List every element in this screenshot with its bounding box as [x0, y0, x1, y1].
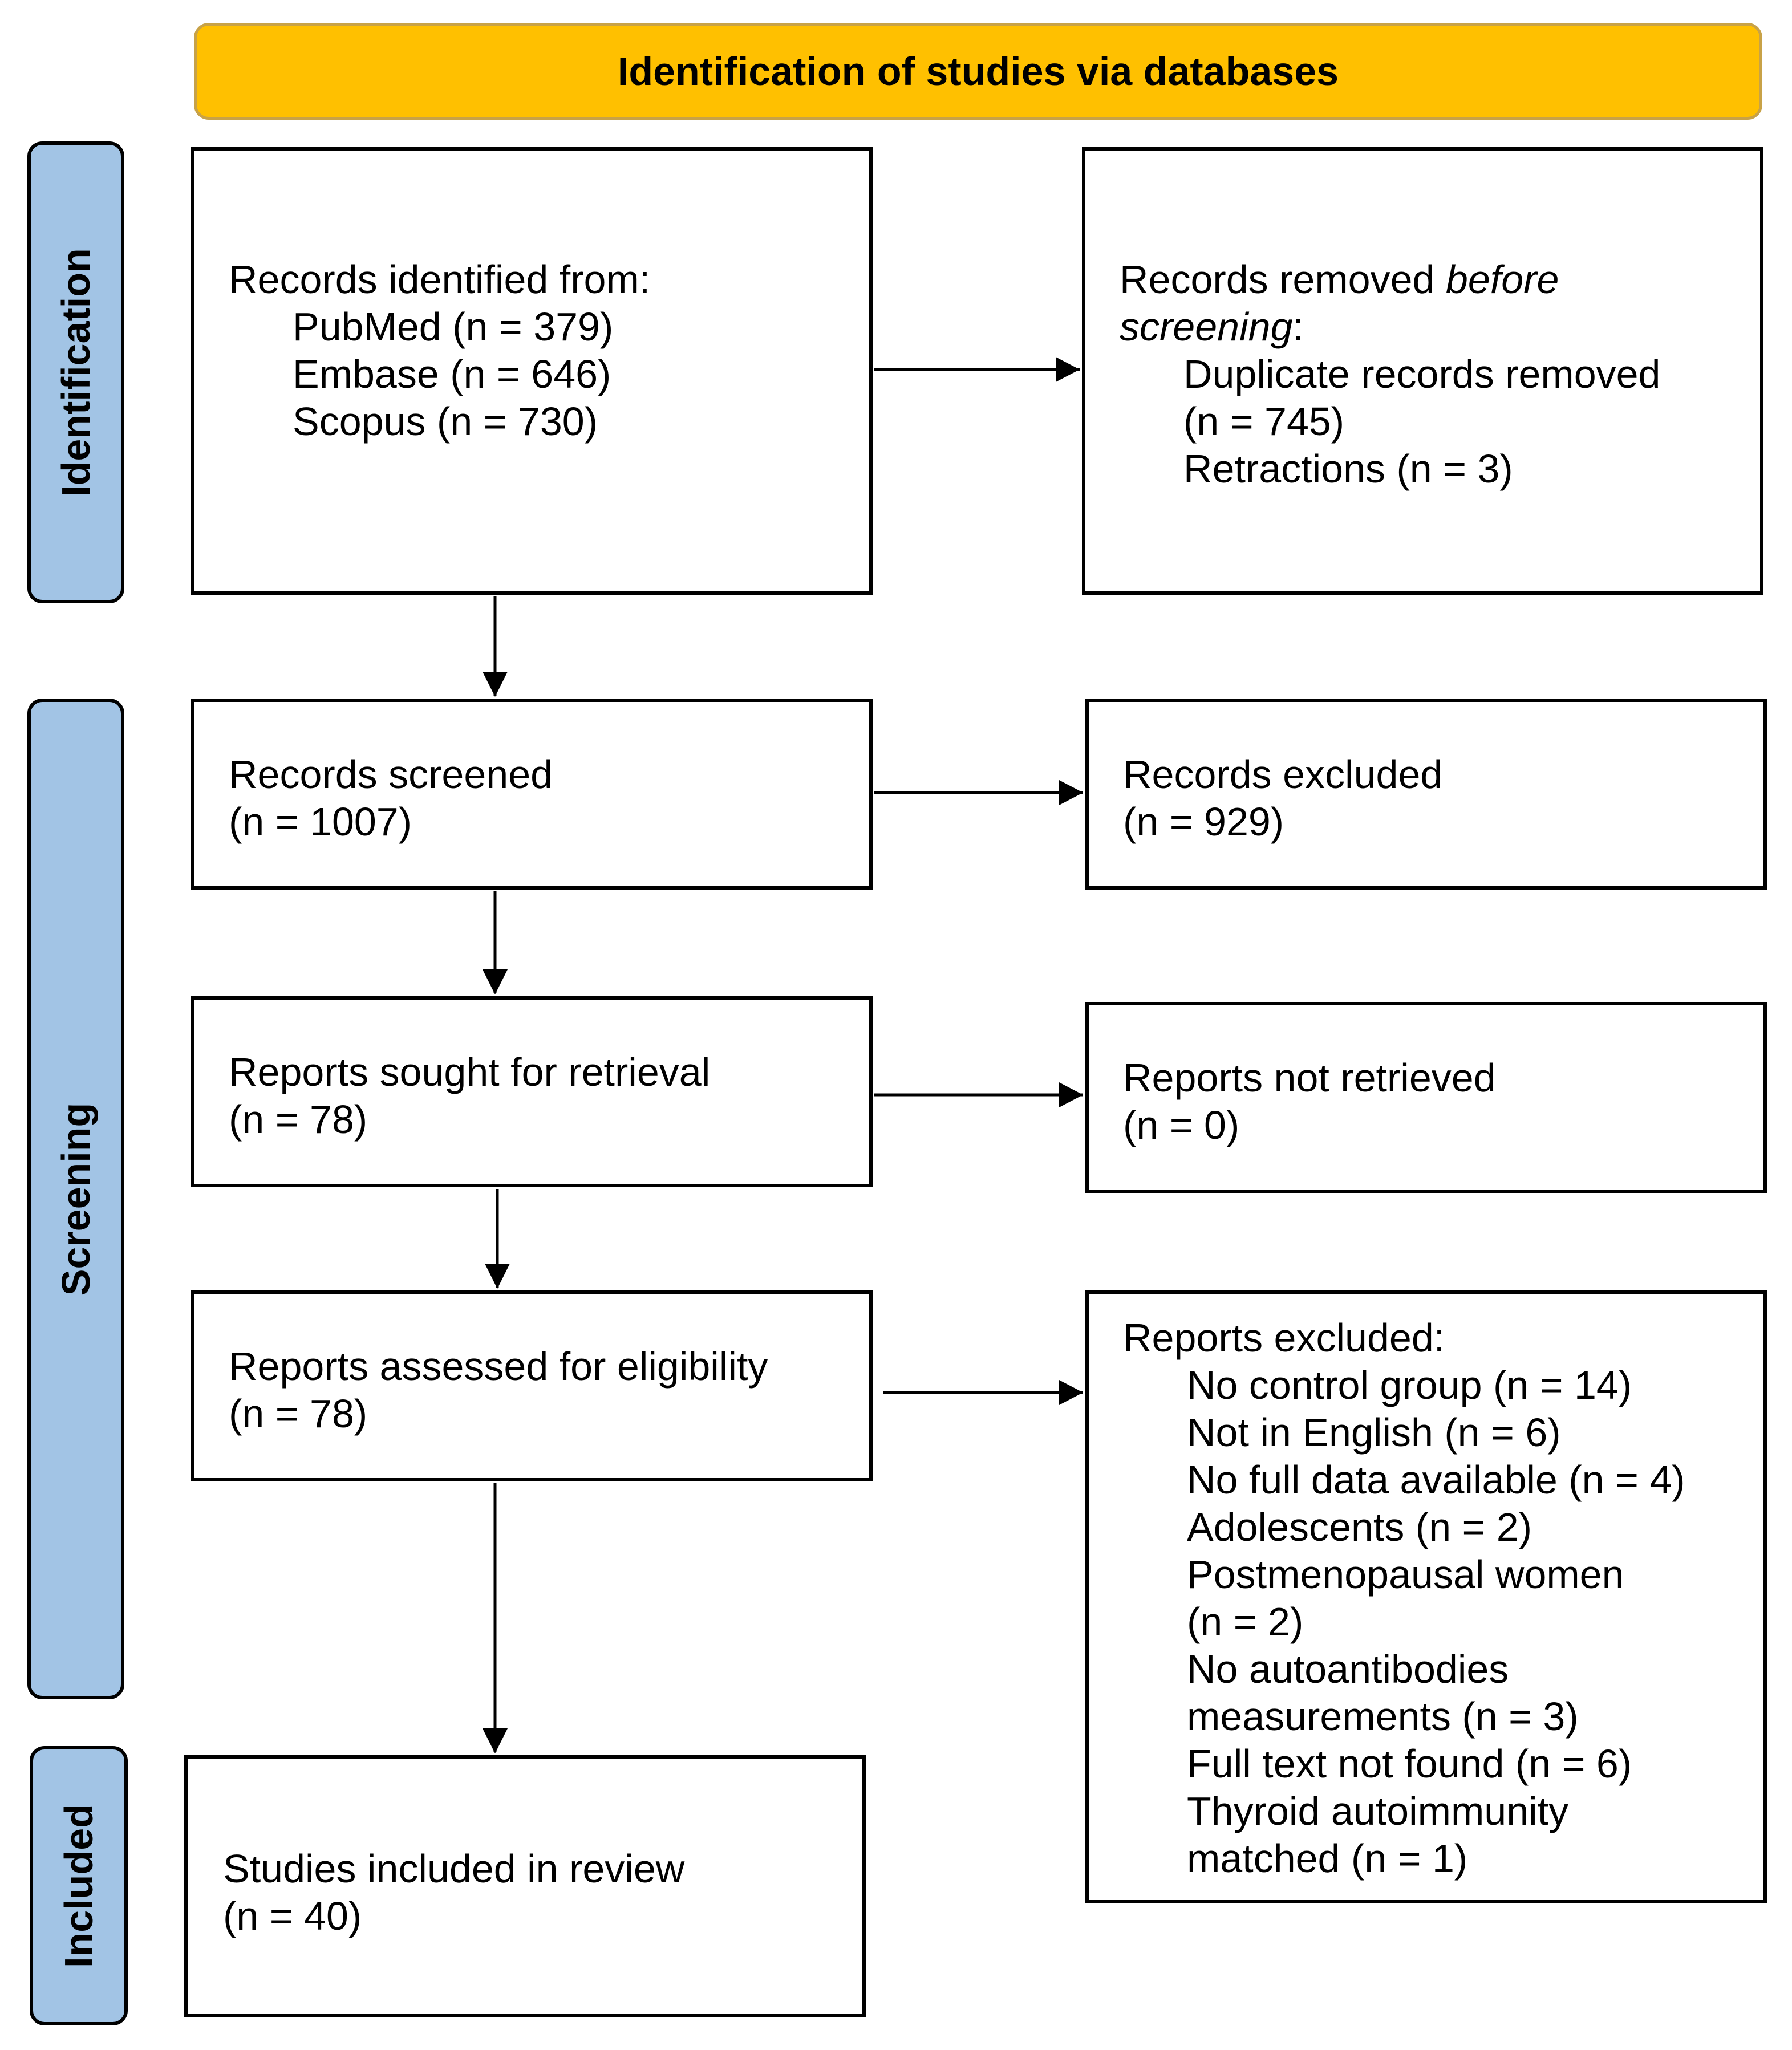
removed-heading-prefix: Records removed	[1120, 257, 1446, 302]
studies-included-label: Studies included in review	[223, 1846, 685, 1891]
records-screened-label: Records screened	[229, 752, 553, 797]
duplicates-removed: Duplicate records removed	[1183, 352, 1661, 396]
phase-screening-label: Screening	[54, 1102, 98, 1296]
excluded-reason-postmenopausal-count: (n = 2)	[1187, 1600, 1304, 1644]
excluded-reason-no-control: No control group (n = 14)	[1187, 1363, 1632, 1407]
records-removed-box: Records removed before screening: Duplic…	[1082, 147, 1763, 595]
source-pubmed: PubMed (n = 379)	[293, 305, 614, 349]
reports-excluded-heading: Reports excluded:	[1123, 1316, 1445, 1360]
arrowhead-sought	[483, 969, 508, 994]
records-excluded-count: (n = 929)	[1123, 799, 1284, 844]
source-scopus: Scopus (n = 730)	[293, 399, 598, 444]
excluded-reason-no-autoantibodies: No autoantibodies	[1187, 1647, 1509, 1691]
records-identified-box: Records identified from: PubMed (n = 379…	[191, 147, 873, 595]
arrowhead-removed	[1056, 357, 1080, 382]
reports-sought-box: Reports sought for retrieval (n = 78)	[191, 996, 873, 1187]
arrowhead-assessed	[485, 1264, 510, 1289]
removed-heading-italic-1: before	[1445, 257, 1559, 302]
records-screened-count: (n = 1007)	[229, 799, 412, 844]
arrowhead-records-excluded	[1059, 780, 1083, 805]
phase-included: Included	[30, 1746, 128, 2025]
reports-excluded-box: Reports excluded: No control group (n = …	[1085, 1290, 1767, 1903]
identification-banner: Identification of studies via databases	[194, 23, 1762, 120]
excluded-reason-adolescents: Adolescents (n = 2)	[1187, 1505, 1532, 1549]
phase-identification-label: Identification	[54, 248, 98, 497]
records-excluded-label: Records excluded	[1123, 752, 1443, 797]
excluded-reason-no-full-data: No full data available (n = 4)	[1187, 1458, 1685, 1502]
records-identified-heading: Records identified from:	[229, 257, 651, 302]
retractions: Retractions (n = 3)	[1183, 446, 1513, 491]
excluded-reason-not-english: Not in English (n = 6)	[1187, 1410, 1561, 1455]
reports-sought-count: (n = 78)	[229, 1097, 368, 1142]
phase-included-label: Included	[56, 1804, 101, 1968]
reports-assessed-label: Reports assessed for eligibility	[229, 1344, 768, 1389]
arrowhead-not-retrieved	[1059, 1082, 1083, 1107]
reports-sought-label: Reports sought for retrieval	[229, 1050, 711, 1094]
records-removed-heading-cont: screening:	[1120, 303, 1660, 351]
records-screened-box: Records screened (n = 1007)	[191, 699, 873, 890]
source-embase: Embase (n = 646)	[293, 352, 611, 396]
reports-not-retrieved-label: Reports not retrieved	[1123, 1056, 1496, 1100]
removed-heading-suffix: :	[1292, 305, 1304, 349]
phase-identification: Identification	[27, 141, 124, 603]
arrowhead-included	[483, 1728, 508, 1753]
studies-included-box: Studies included in review (n = 40)	[184, 1755, 866, 2017]
records-removed-heading: Records removed before	[1120, 256, 1660, 303]
excluded-reason-full-text: Full text not found (n = 6)	[1187, 1742, 1632, 1786]
studies-included-count: (n = 40)	[223, 1894, 362, 1938]
excluded-reason-thyroid: Thyroid autoimmunity	[1187, 1789, 1569, 1833]
excluded-reason-measurements: measurements (n = 3)	[1187, 1694, 1579, 1739]
duplicates-removed-count: (n = 745)	[1183, 399, 1345, 444]
reports-not-retrieved-count: (n = 0)	[1123, 1103, 1240, 1147]
reports-not-retrieved-box: Reports not retrieved (n = 0)	[1085, 1002, 1767, 1193]
excluded-reason-matched: matched (n = 1)	[1187, 1836, 1468, 1881]
banner-title: Identification of studies via databases	[617, 49, 1339, 94]
reports-assessed-box: Reports assessed for eligibility (n = 78…	[191, 1290, 873, 1481]
excluded-reason-postmenopausal: Postmenopausal women	[1187, 1552, 1624, 1597]
phase-screening: Screening	[27, 699, 124, 1699]
arrowhead-reports-excluded	[1059, 1380, 1083, 1405]
removed-heading-italic-2: screening	[1120, 305, 1293, 349]
records-excluded-box: Records excluded (n = 929)	[1085, 699, 1767, 890]
reports-assessed-count: (n = 78)	[229, 1391, 368, 1436]
arrowhead-screened	[483, 672, 508, 697]
